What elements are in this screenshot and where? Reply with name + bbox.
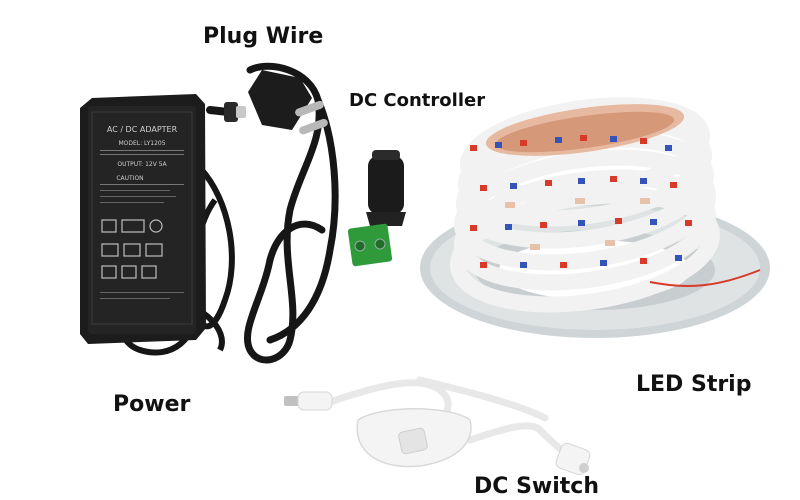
label-power: Power — [113, 392, 191, 417]
adapter-model: MODEL: LY1205 — [118, 140, 165, 147]
plug-wire — [243, 62, 339, 364]
dc-switch — [284, 376, 591, 476]
adapter-output: OUTPUT: 12V 5A — [117, 161, 167, 168]
dc-connector — [347, 150, 406, 267]
led-chips — [470, 135, 692, 268]
power-adapter: AC / DC ADAPTER MODEL: LY1205 OUTPUT: 12… — [80, 94, 246, 356]
adapter-title: AC / DC ADAPTER — [107, 125, 178, 134]
label-led-strip: LED Strip — [636, 372, 752, 397]
label-plug-wire: Plug Wire — [203, 24, 324, 49]
label-dc-switch: DC Switch — [474, 474, 599, 499]
adapter-caution: CAUTION — [116, 175, 143, 182]
certification-icons — [101, 219, 163, 279]
label-dc-controller: DC Controller — [349, 90, 486, 111]
led-strip-reel — [420, 97, 770, 338]
